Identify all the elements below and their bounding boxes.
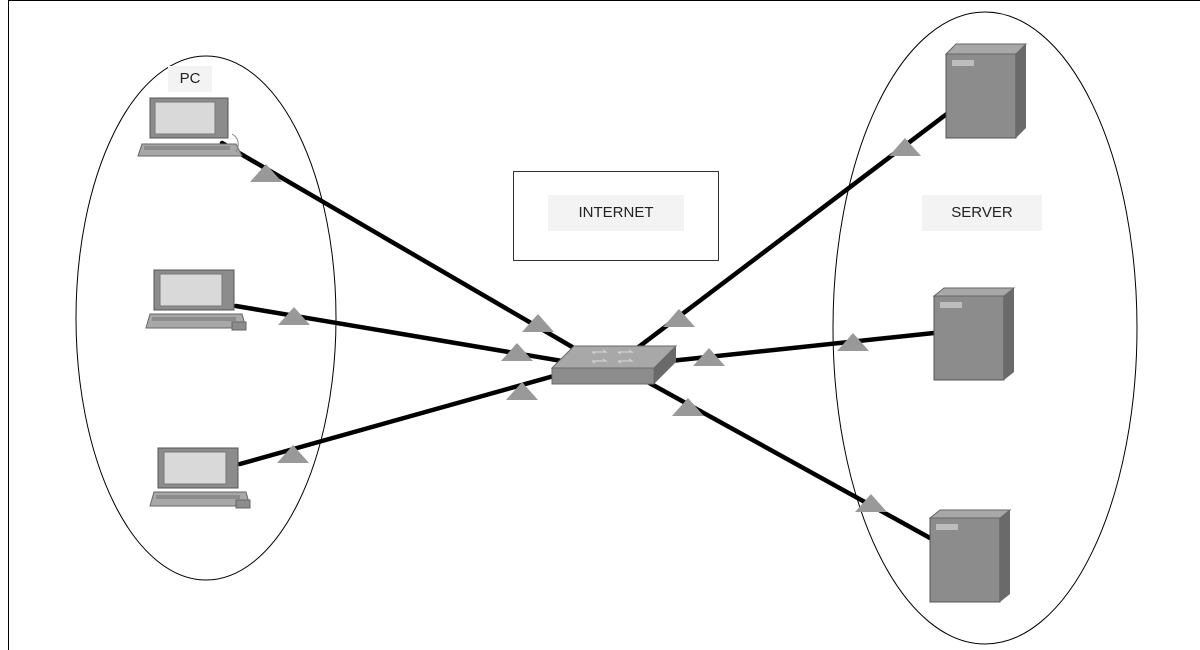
pc-label: PC [168,66,212,92]
triangle-marker-icon [277,445,309,463]
tower-server-icon-1 [944,43,1028,139]
triangle-marker-icon [522,314,554,332]
desktop-computer-icon-3 [149,447,251,509]
internet-label: INTERNET [548,195,684,231]
triangle-marker-icon [672,398,704,416]
server-label: SERVER [922,195,1042,231]
triangle-marker-icon [663,309,695,327]
network-switch-icon [550,345,678,385]
pc-group-ellipse [75,55,337,581]
tower-server-icon-3 [928,509,1012,603]
desktop-computer-icon-1 [137,97,243,157]
triangle-marker-icon [855,494,887,512]
triangle-marker-icon [506,382,538,400]
triangle-marker-icon [693,348,725,366]
triangle-marker-icon [889,138,921,156]
triangle-marker-icon [501,343,533,361]
triangle-marker-icon [250,164,282,182]
triangle-marker-icon [837,333,869,351]
desktop-computer-icon-2 [145,269,247,331]
server-group-ellipse [832,11,1138,645]
tower-server-icon-2 [932,287,1016,381]
link-pc1-switch [219,140,589,358]
triangle-marker-icon [278,307,310,325]
diagram-frame [8,0,1200,650]
link-markers [250,138,921,512]
